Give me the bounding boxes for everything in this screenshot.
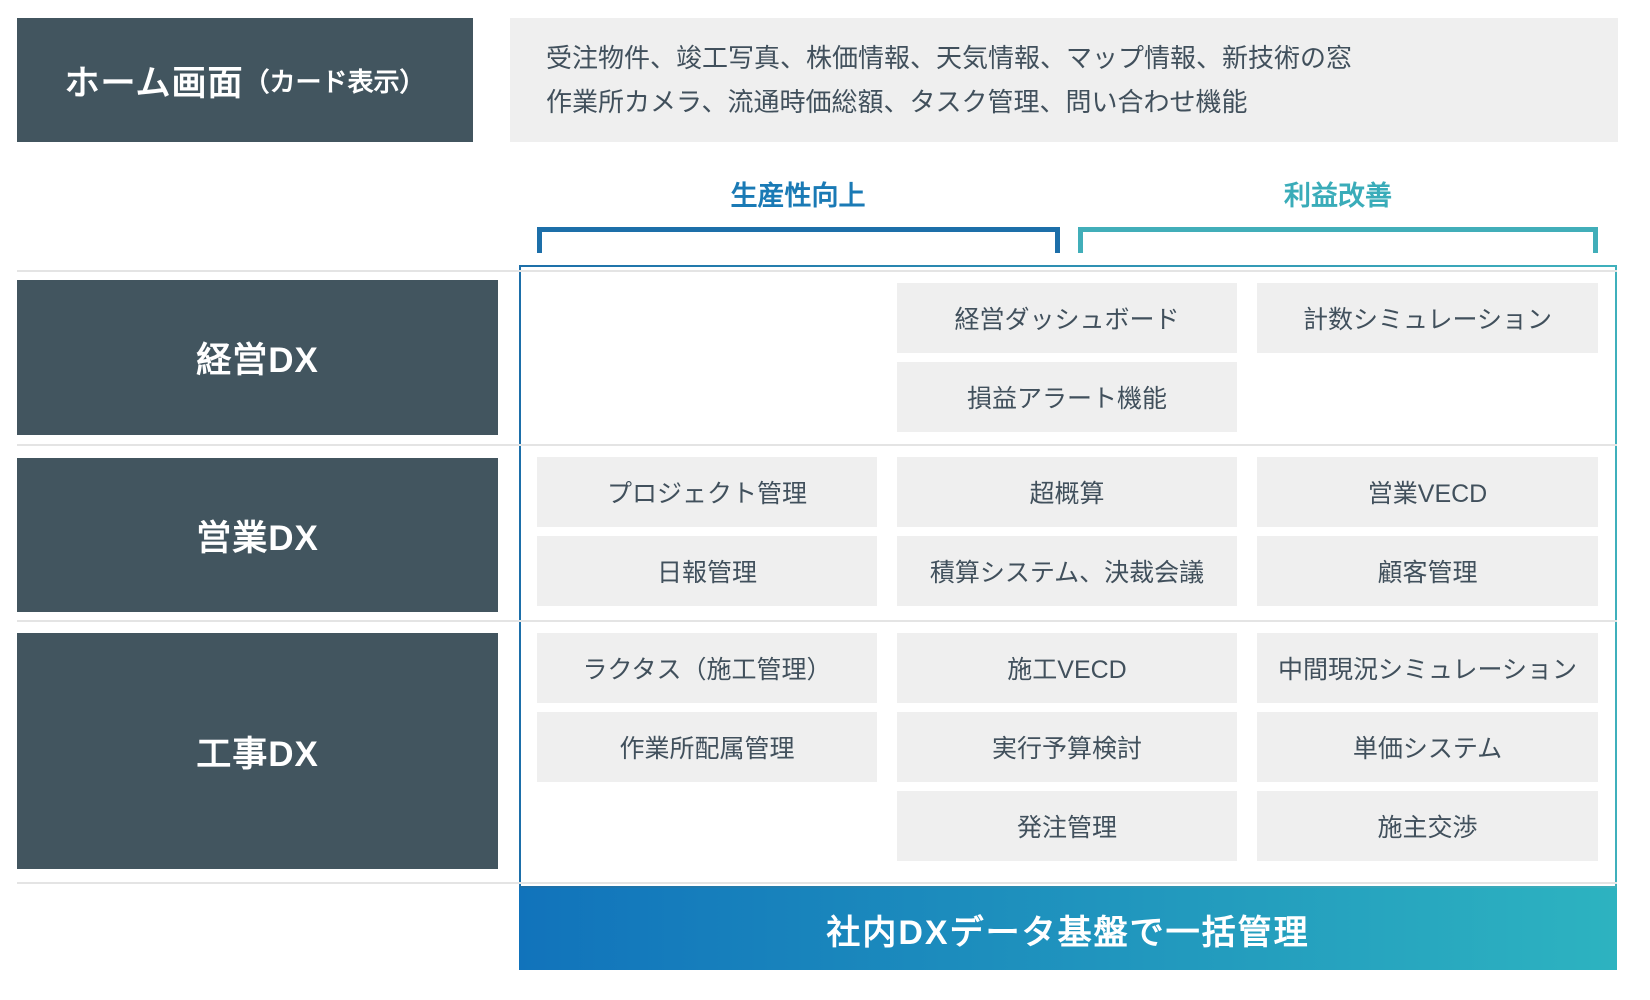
feature-cell: 営業VECD <box>1257 457 1598 527</box>
home-features-line1: 受注物件、竣工写真、株価情報、天気情報、マップ情報、新技術の窓 <box>546 43 1353 73</box>
feature-cell: ラクタス（施工管理） <box>537 633 877 703</box>
row-label-management-dx: 経営DX <box>17 280 498 435</box>
feature-cell: 作業所配属管理 <box>537 712 877 782</box>
feature-cell: 超概算 <box>897 457 1237 527</box>
feature-cell: 施主交渉 <box>1257 791 1598 861</box>
feature-cell: 顧客管理 <box>1257 536 1598 606</box>
feature-cell: 日報管理 <box>537 536 877 606</box>
row-label-construction-dx: 工事DX <box>17 633 498 869</box>
feature-cell: 施工VECD <box>897 633 1237 703</box>
home-features-box: 受注物件、竣工写真、株価情報、天気情報、マップ情報、新技術の窓 作業所カメラ、流… <box>510 18 1618 142</box>
feature-cell: 損益アラート機能 <box>897 362 1237 432</box>
home-screen-subtitle: （カード表示） <box>243 66 426 97</box>
group-label-profit: 利益改善 <box>1284 181 1392 211</box>
separator-line <box>17 444 1617 446</box>
feature-cell: 発注管理 <box>897 791 1237 861</box>
feature-cell: プロジェクト管理 <box>537 457 877 527</box>
feature-cell: 実行予算検討 <box>897 712 1237 782</box>
feature-cell: 単価システム <box>1257 712 1598 782</box>
feature-cell: 中間現況シミュレーション <box>1257 633 1598 703</box>
bracket-profit <box>1078 227 1598 253</box>
home-screen-title: ホーム画面 <box>64 63 244 103</box>
group-label-productivity: 生産性向上 <box>730 181 866 211</box>
feature-cell: 計数シミュレーション <box>1257 283 1598 353</box>
feature-cell: 積算システム、決裁会議 <box>897 536 1237 606</box>
feature-cell: 経営ダッシュボード <box>897 283 1237 353</box>
dx-foundation-bar: 社内DXデータ基盤で一括管理 <box>519 888 1617 970</box>
separator-line <box>17 620 1617 622</box>
separator-line <box>17 882 1617 884</box>
separator-line <box>17 270 1617 272</box>
row-label-sales-dx: 営業DX <box>17 458 498 612</box>
home-screen-box: ホーム画面（カード表示） <box>17 18 473 142</box>
bracket-productivity <box>537 227 1060 253</box>
home-features-line2: 作業所カメラ、流通時価総額、タスク管理、問い合わせ機能 <box>546 87 1248 117</box>
